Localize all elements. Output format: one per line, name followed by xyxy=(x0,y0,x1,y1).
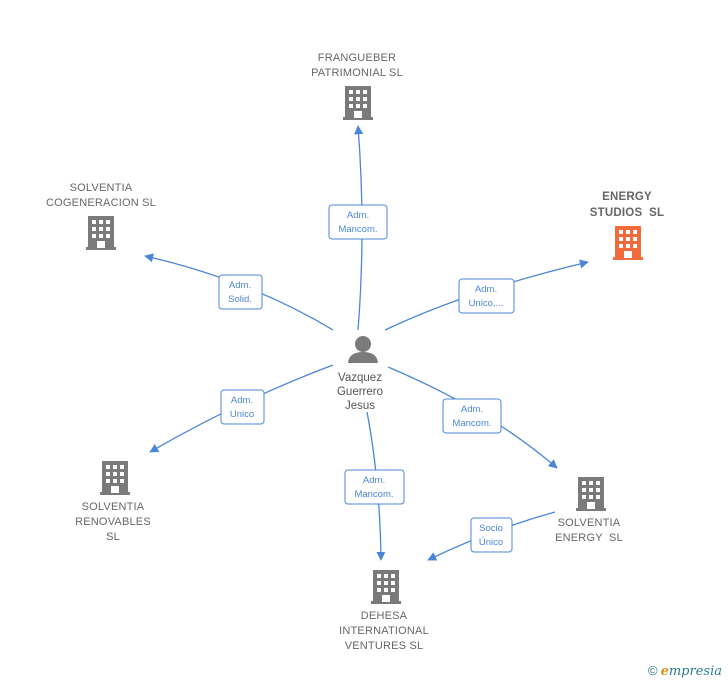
edge-label-line-1: Adm. xyxy=(229,280,251,291)
building-icon xyxy=(100,461,130,495)
person-icon xyxy=(348,336,378,363)
building-icon xyxy=(86,216,116,250)
node-label-line-1: FRANGUEBER xyxy=(318,52,396,64)
edge-label-to-solventia-energy[interactable]: Adm. Mancom. xyxy=(442,398,502,434)
building-icon xyxy=(371,570,401,604)
edge-label-line-2: Mancom. xyxy=(354,489,393,500)
edge-label-line-1: Adm. xyxy=(347,210,369,221)
building-icon xyxy=(576,477,606,511)
building-icon xyxy=(343,86,373,120)
node-label-line-2: COGENERACION SL xyxy=(46,197,156,209)
node-label-line-2: PATRIMONIAL SL xyxy=(311,67,403,79)
edge-label-line-1: Adm. xyxy=(231,395,253,406)
building-icon xyxy=(613,226,643,260)
copyright-symbol: © xyxy=(647,663,658,678)
brand-name: mpresia xyxy=(668,664,722,679)
person-name-line-1: Vazquez xyxy=(338,372,382,384)
empresia-brand[interactable]: ©empresia xyxy=(648,663,722,679)
node-label-line-2: STUDIOS SL xyxy=(590,207,664,219)
node-label-line-3: SL xyxy=(106,531,120,543)
edge-label-to-energy-studios[interactable]: Adm. Unico,... xyxy=(458,278,515,314)
node-label-line-1: SOLVENTIA xyxy=(82,501,145,513)
edge-label-line-2: Solid. xyxy=(228,294,252,305)
node-label-line-2: INTERNATIONAL xyxy=(339,625,429,637)
node-renovables[interactable]: SOLVENTIA RENOVABLES SL xyxy=(75,461,151,543)
edge-label-to-renovables[interactable]: Adm. Unico xyxy=(220,389,265,425)
edge-label-line-2: Mancom. xyxy=(452,418,491,429)
edge-label-line-2: Unico xyxy=(230,409,254,420)
edge-label-line-1: Socio xyxy=(479,523,503,534)
edge-label-line-2: Único xyxy=(479,537,503,548)
edge-label-energy-to-dehesa[interactable]: Socio Único xyxy=(470,517,513,553)
edge-label-line-2: Unico,... xyxy=(469,298,504,309)
node-frangueber[interactable]: FRANGUEBER PATRIMONIAL SL xyxy=(311,52,403,120)
edge-label-line-1: Adm. xyxy=(363,475,385,486)
node-label-line-3: VENTURES SL xyxy=(345,640,424,652)
node-energy-studios[interactable]: ENERGY STUDIOS SL xyxy=(590,191,664,260)
node-solventia-energy[interactable]: SOLVENTIA ENERGY SL xyxy=(555,477,623,544)
edge-labels: Adm. Mancom. Adm. Solid. Adm. Unico,... … xyxy=(218,204,515,553)
edge-label-to-cogeneracion[interactable]: Adm. Solid. xyxy=(218,274,263,310)
node-label-line-1: SOLVENTIA xyxy=(558,517,621,529)
node-label-line-2: ENERGY SL xyxy=(555,532,623,544)
person-name-line-2: Guerrero xyxy=(337,386,383,398)
brand-e: e xyxy=(660,664,669,679)
node-label-line-1: ENERGY xyxy=(602,191,652,203)
center-person-node[interactable]: Vazquez Guerrero Jesus xyxy=(337,336,383,412)
node-label-line-1: SOLVENTIA xyxy=(70,182,133,194)
edge-label-line-1: Adm. xyxy=(461,404,483,415)
node-dehesa[interactable]: DEHESA INTERNATIONAL VENTURES SL xyxy=(339,570,429,652)
node-label-line-2: RENOVABLES xyxy=(75,516,151,528)
node-label-line-1: DEHESA xyxy=(361,610,408,622)
person-name-line-3: Jesus xyxy=(345,400,375,412)
edge-label-to-frangueber[interactable]: Adm. Mancom. xyxy=(328,204,388,240)
edge-label-line-1: Adm. xyxy=(475,284,497,295)
node-cogeneracion[interactable]: SOLVENTIA COGENERACION SL xyxy=(46,182,156,250)
edge-label-line-2: Mancom. xyxy=(338,224,377,235)
edge-label-to-dehesa[interactable]: Adm. Mancom. xyxy=(344,469,405,505)
